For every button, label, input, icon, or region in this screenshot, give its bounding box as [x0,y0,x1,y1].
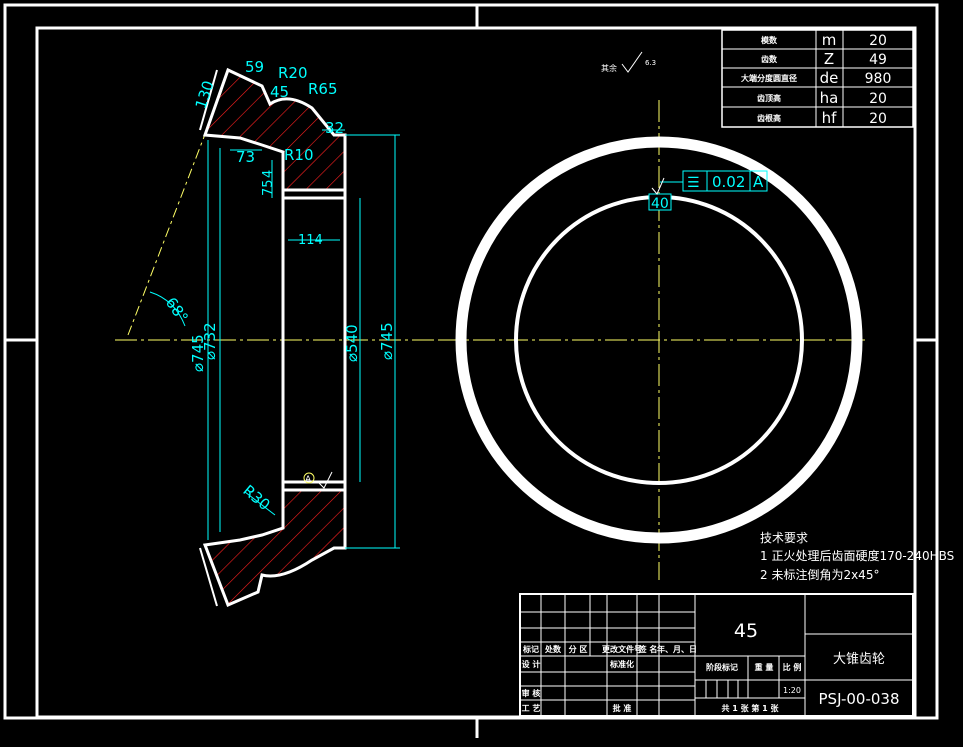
datum-a-label: A [305,475,312,485]
param-sym-0: m [822,31,837,49]
tolerance-symbol: ☰ [687,175,700,191]
scale: 1:20 [783,686,801,695]
param-sym-1: Z [824,50,834,68]
dim-dia732: ⌀732 [201,322,219,360]
dim-4: 4 [261,170,276,178]
rev-header-2: 分 区 [569,644,588,654]
dim-32: 32 [325,119,344,137]
dim-dia745-left: ⌀745 [189,334,207,372]
param-val-2: 980 [865,71,892,87]
dim-dia540: ⌀540 [343,324,361,362]
tolerance-datum: A [753,173,764,191]
notes-item-2: 2 未标注倒角为2x45° [760,567,879,582]
section-view: 130 59 R20 45 R65 32 73 R10 75 4 114 68°… [115,58,440,607]
rev-header-5: 年、月、日 [657,644,697,654]
role-standard: 标准化 [609,659,634,669]
drawing-frame [3,3,939,738]
part-name: 大锥齿轮 [833,652,885,667]
dim-r30: R30 [239,481,273,514]
dim-73: 73 [236,148,255,166]
dim-114: 114 [298,233,323,248]
rev-header-3: 更改文件号 [602,644,642,654]
param-label-1: 齿数 [761,54,778,64]
dim-75: 75 [261,179,276,196]
notes-item-1: 1 正火处理后齿面硬度170-240HBS [760,548,954,563]
param-val-0: 20 [869,33,887,49]
roughness-prefix: 其余 [601,63,617,73]
rev-header-1: 处数 [544,644,562,654]
role-design: 设 计 [522,659,541,669]
front-view: 40 ☰ 0.02 A [440,100,865,580]
roughness-note: 其余 6.3 [601,51,656,73]
dim-dia745-right: ⌀745 [378,322,396,360]
param-label-2: 大端分度圆直径 [741,73,797,83]
lower-section [202,488,347,607]
stage-header-0: 阶段标记 [706,662,738,672]
tolerance-value: 0.02 [712,173,745,191]
stage-header-1: 重 量 [755,662,774,672]
param-label-3: 齿顶高 [757,93,781,103]
parameter-table: 模数 齿数 大端分度圆直径 齿顶高 齿根高 m Z de ha hf 20 49… [721,29,914,128]
dim-59: 59 [245,58,264,76]
dim-r65: R65 [308,80,338,98]
keyway-dim: 40 [651,196,669,212]
roughness-value: 6.3 [645,59,656,67]
param-sym-3: ha [820,89,839,107]
dim-45: 45 [270,83,289,101]
param-label-4: 齿根高 [757,113,781,123]
role-process: 工 艺 [522,703,541,713]
material: 45 [734,620,758,642]
dim-r20: R20 [278,64,308,82]
role-review: 审 核 [522,688,541,698]
param-sym-4: hf [822,109,838,127]
dim-angle: 68° [162,294,192,326]
param-val-1: 49 [869,52,887,68]
upper-section [202,67,347,192]
dim-r10: R10 [284,146,314,164]
param-sym-2: de [820,69,839,87]
outer-ring [455,136,863,544]
role-approve: 批 准 [613,703,632,713]
technical-notes: 技术要求 1 正火处理后齿面硬度170-240HBS 2 未标注倒角为2x45° [760,531,954,582]
drawing-number: PSJ-00-038 [819,690,900,708]
rev-header-0: 标记 [522,644,539,654]
title-block: 标记 处数 分 区 更改文件号 签 名 年、月、日 设 计 标准化 审 核 工 … [519,593,914,717]
param-val-3: 20 [869,91,887,107]
rev-header-4: 签 名 [638,644,658,654]
param-label-0: 模数 [761,35,778,45]
sheet-count: 共 1 张 第 1 张 [721,703,779,713]
notes-title: 技术要求 [760,531,808,545]
stage-header-2: 比 例 [783,662,802,672]
param-val-4: 20 [869,111,887,127]
